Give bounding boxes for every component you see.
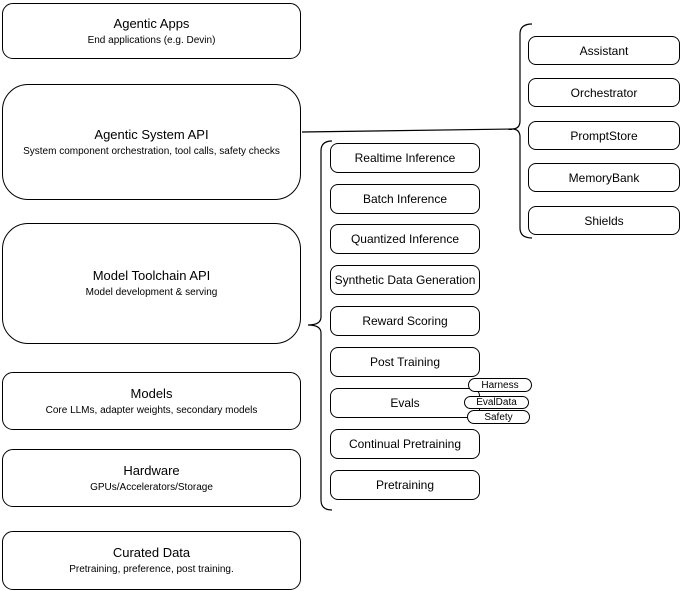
node-evals: Evals bbox=[330, 388, 480, 418]
node-models-title: Models bbox=[130, 385, 173, 401]
node-hardware-title: Hardware bbox=[123, 462, 180, 478]
node-synthetic-data-generation: Synthetic Data Generation bbox=[330, 265, 480, 295]
node-synthetic-data-generation-label: Synthetic Data Generation bbox=[334, 273, 476, 287]
node-memorybank: MemoryBank bbox=[528, 163, 680, 192]
node-orchestrator-label: Orchestrator bbox=[570, 85, 638, 100]
node-memorybank-label: MemoryBank bbox=[568, 170, 640, 185]
node-assistant: Assistant bbox=[528, 36, 680, 65]
node-agentic-system-api-subtitle: System component orchestration, tool cal… bbox=[23, 145, 280, 157]
node-curated-data: Curated Data Pretraining, preference, po… bbox=[2, 531, 301, 590]
node-batch-inference-label: Batch Inference bbox=[362, 192, 448, 206]
node-shields: Shields bbox=[528, 206, 680, 235]
node-agentic-apps-subtitle: End applications (e.g. Devin) bbox=[87, 34, 216, 46]
node-models-subtitle: Core LLMs, adapter weights, secondary mo… bbox=[45, 404, 258, 416]
node-model-toolchain-api-title: Model Toolchain API bbox=[92, 268, 211, 283]
node-hardware: Hardware GPUs/Accelerators/Storage bbox=[2, 449, 301, 507]
node-shields-label: Shields bbox=[584, 213, 624, 228]
node-pretraining: Pretraining bbox=[330, 470, 480, 500]
node-realtime-inference: Realtime Inference bbox=[330, 143, 480, 173]
node-post-training-label: Post Training bbox=[369, 355, 441, 369]
node-batch-inference: Batch Inference bbox=[330, 184, 480, 214]
node-model-toolchain-api-subtitle: Model development & serving bbox=[85, 287, 218, 298]
system-api-to-right-brace-connector bbox=[301, 128, 513, 133]
pill-evaldata: EvalData bbox=[464, 396, 529, 409]
node-continual-pretraining-label: Continual Pretraining bbox=[348, 437, 462, 451]
node-realtime-inference-label: Realtime Inference bbox=[354, 151, 456, 165]
pill-harness-label: Harness bbox=[481, 379, 519, 391]
pill-evaldata-label: EvalData bbox=[476, 397, 517, 408]
pill-harness: Harness bbox=[468, 378, 532, 392]
node-pretraining-label: Pretraining bbox=[375, 478, 435, 492]
node-agentic-apps: Agentic Apps End applications (e.g. Devi… bbox=[2, 3, 301, 59]
middle-column-brace bbox=[307, 140, 333, 511]
node-agentic-system-api: Agentic System API System component orch… bbox=[2, 84, 301, 200]
node-quantized-inference: Quantized Inference bbox=[330, 224, 480, 254]
node-hardware-subtitle: GPUs/Accelerators/Storage bbox=[90, 481, 213, 493]
node-agentic-system-api-title: Agentic System API bbox=[94, 126, 209, 142]
node-assistant-label: Assistant bbox=[579, 43, 629, 58]
node-quantized-inference-label: Quantized Inference bbox=[350, 232, 460, 246]
node-post-training: Post Training bbox=[330, 347, 480, 377]
node-model-toolchain-api: Model Toolchain API Model development & … bbox=[2, 223, 301, 344]
node-promptstore-label: PromptStore bbox=[570, 128, 638, 143]
node-orchestrator: Orchestrator bbox=[528, 78, 680, 107]
node-curated-data-subtitle: Pretraining, preference, post training. bbox=[69, 564, 234, 575]
node-reward-scoring: Reward Scoring bbox=[330, 306, 480, 336]
pill-safety: Safety bbox=[467, 410, 530, 424]
node-reward-scoring-label: Reward Scoring bbox=[362, 314, 448, 328]
pill-safety-label: Safety bbox=[484, 411, 513, 423]
node-models: Models Core LLMs, adapter weights, secon… bbox=[2, 372, 301, 430]
node-continual-pretraining: Continual Pretraining bbox=[330, 429, 480, 459]
node-evals-label: Evals bbox=[390, 396, 420, 410]
node-promptstore: PromptStore bbox=[528, 121, 680, 150]
node-agentic-apps-title: Agentic Apps bbox=[113, 15, 190, 31]
node-curated-data-title: Curated Data bbox=[112, 545, 191, 560]
